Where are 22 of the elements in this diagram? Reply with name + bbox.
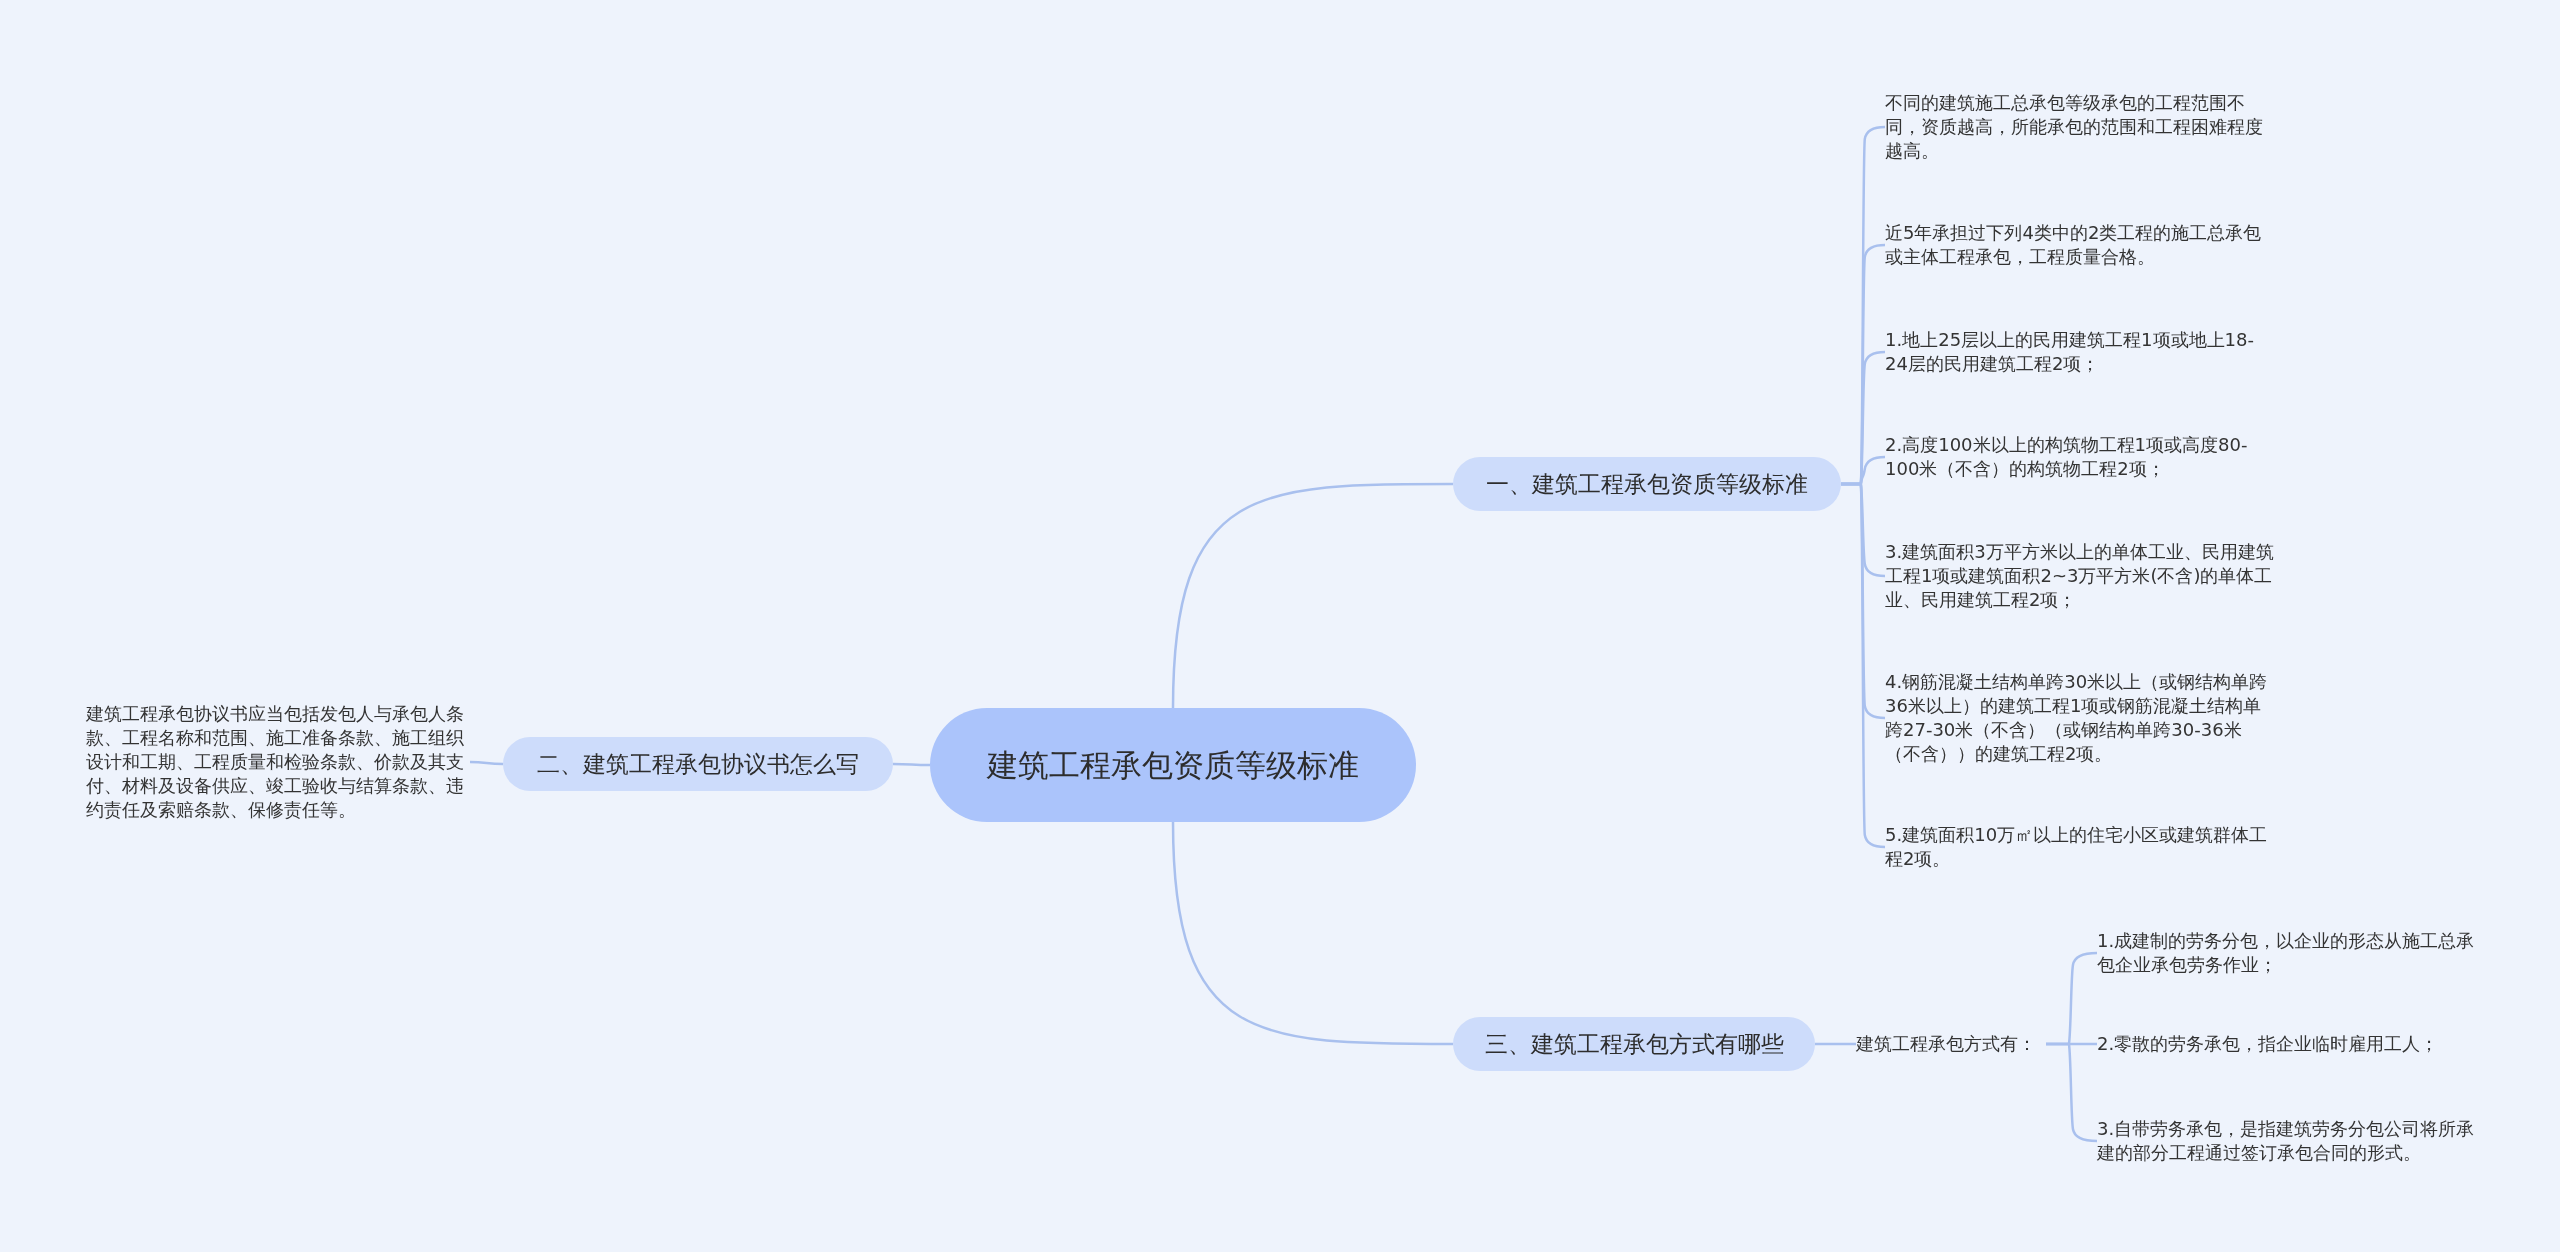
connector-line [1171, 821, 1453, 1046]
branch-topic-pill: 二、建筑工程承包协议书怎么写 [503, 737, 893, 791]
branch-topic-pill: 三、建筑工程承包方式有哪些 [1453, 1017, 1815, 1071]
connector-line [893, 762, 930, 767]
subtopic-text: 建筑工程承包方式有： [1856, 1032, 2046, 1056]
connector-line [2046, 1042, 2098, 1143]
leaf-text: 2.零散的劳务承包，指企业临时雇用工人； [2097, 1032, 2487, 1056]
leaf-text: 1.地上25层以上的民用建筑工程1项或地上18-24层的民用建筑工程2项； [1885, 328, 2275, 376]
leaf-text: 5.建筑面积10万㎡以上的住宅小区或建筑群体工程2项。 [1885, 823, 2275, 871]
leaf-text: 建筑工程承包协议书应当包括发包人与承包人条款、工程名称和范围、施工准备条款、施工组织设计和工期、工程质量和检验条款、价款及其支付、材料及设备供应、竣工验收与结算条款、违约责任及索赔条款、保修责任等。 [86, 702, 470, 822]
leaf-text: 1.成建制的劳务分包，以企业的形态从施工总承包企业承包劳务作业； [2097, 929, 2487, 977]
leaf-text: 不同的建筑施工总承包等级承包的工程范围不同，资质越高，所能承包的范围和工程困难程度越高。 [1885, 91, 2275, 163]
branch-topic-pill: 一、建筑工程承包资质等级标准 [1453, 457, 1841, 511]
connector-line [1815, 1042, 1856, 1046]
leaf-text: 3.自带劳务承包，是指建筑劳务分包公司将所承建的部分工程通过签订承包合同的形式。 [2097, 1117, 2487, 1165]
leaf-text: 4.钢筋混凝土结构单跨30米以上（或钢结构单跨36米以上）的建筑工程1项或钢筋混凝土结构单跨27-30米（不含）（或钢结构单跨30-36米（不含））的建筑工程2项。 [1885, 670, 2275, 766]
root-topic-pill: 建筑工程承包资质等级标准 [930, 708, 1416, 822]
leaf-text: 3.建筑面积3万平方米以上的单体工业、民用建筑工程1项或建筑面积2~3万平方米(不含)的单体工业、民用建筑工程2项； [1885, 540, 2275, 612]
connector-line [1171, 482, 1453, 709]
connector-line [470, 760, 503, 766]
leaf-text: 2.高度100米以上的构筑物工程1项或高度80-100米（不含）的构筑物工程2项； [1885, 433, 2275, 481]
leaf-text: 近5年承担过下列4类中的2类工程的施工总承包或主体工程承包，工程质量合格。 [1885, 221, 2275, 269]
